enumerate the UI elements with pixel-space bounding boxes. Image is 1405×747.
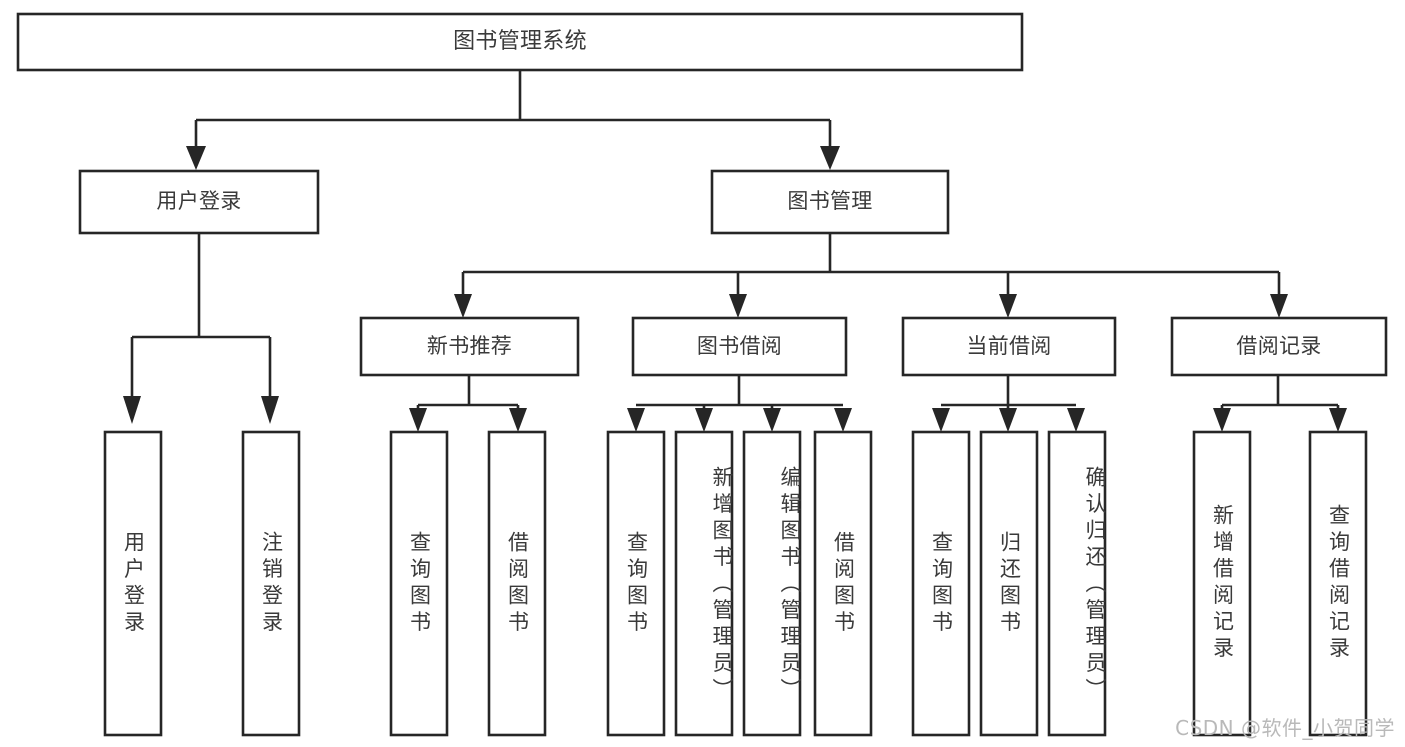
node-box-new-book-recommend[interactable] <box>359 316 580 377</box>
arrowhead-borrow-record <box>1270 294 1288 318</box>
node-box-leaf-return-book[interactable] <box>979 430 1039 737</box>
node-box-root[interactable] <box>16 12 1024 72</box>
node-box-current-borrow[interactable] <box>901 316 1117 377</box>
connector-group-root <box>186 70 840 170</box>
connector-group-bookmgmt <box>454 233 1288 318</box>
node-box-leaf-add-record[interactable] <box>1192 430 1252 737</box>
arrowhead-currentborrow-leaf3 <box>1067 408 1085 432</box>
arrowhead-new-book <box>454 294 472 318</box>
node-box-leaf-add-book[interactable] <box>674 430 734 737</box>
node-box-book-management[interactable] <box>710 169 950 235</box>
node-box-leaf-logout[interactable] <box>241 430 301 737</box>
connector-group-borrowrecord <box>1213 375 1347 432</box>
arrowhead-bookborrow-leaf3 <box>763 408 781 432</box>
arrowhead-borrowrecord-leaf2 <box>1329 408 1347 432</box>
node-box-leaf-borrow-book-1[interactable] <box>487 430 547 737</box>
arrowhead-leaf-logout <box>261 396 279 424</box>
arrowhead-bookborrow-leaf1 <box>627 408 645 432</box>
connector-group-currentborrow <box>932 375 1085 432</box>
arrowhead-book-borrow <box>729 294 747 318</box>
arrowhead-newbook-leaf2 <box>509 408 527 432</box>
node-box-leaf-query-book-1[interactable] <box>389 430 449 737</box>
connector-group-newbook <box>409 375 527 432</box>
arrowhead-leaf-user-login <box>123 396 141 424</box>
arrowhead-borrowrecord-leaf1 <box>1213 408 1231 432</box>
arrowhead-bookborrow-leaf4 <box>834 408 852 432</box>
node-box-book-borrow[interactable] <box>631 316 848 377</box>
node-box-leaf-borrow-book-2[interactable] <box>813 430 873 737</box>
arrowhead-currentborrow-leaf1 <box>932 408 950 432</box>
arrowhead-bookborrow-leaf2 <box>695 408 713 432</box>
arrowhead-currentborrow-leaf2 <box>999 408 1017 432</box>
arrowhead-newbook-leaf1 <box>409 408 427 432</box>
node-box-leaf-query-record[interactable] <box>1308 430 1368 737</box>
arrowhead-userlogin <box>186 146 206 170</box>
connector-group-userlogin <box>123 233 279 424</box>
node-box-leaf-user-login[interactable] <box>103 430 163 737</box>
node-box-leaf-query-book-3[interactable] <box>911 430 971 737</box>
node-box-user-login[interactable] <box>78 169 320 235</box>
node-box-leaf-confirm-return[interactable] <box>1047 430 1107 737</box>
node-box-leaf-query-book-2[interactable] <box>606 430 666 737</box>
connector-group-bookborrow <box>627 375 852 432</box>
node-box-borrow-record[interactable] <box>1170 316 1388 377</box>
arrowhead-bookmgmt <box>820 146 840 170</box>
arrowhead-current-borrow <box>999 294 1017 318</box>
node-box-leaf-edit-book[interactable] <box>742 430 802 737</box>
